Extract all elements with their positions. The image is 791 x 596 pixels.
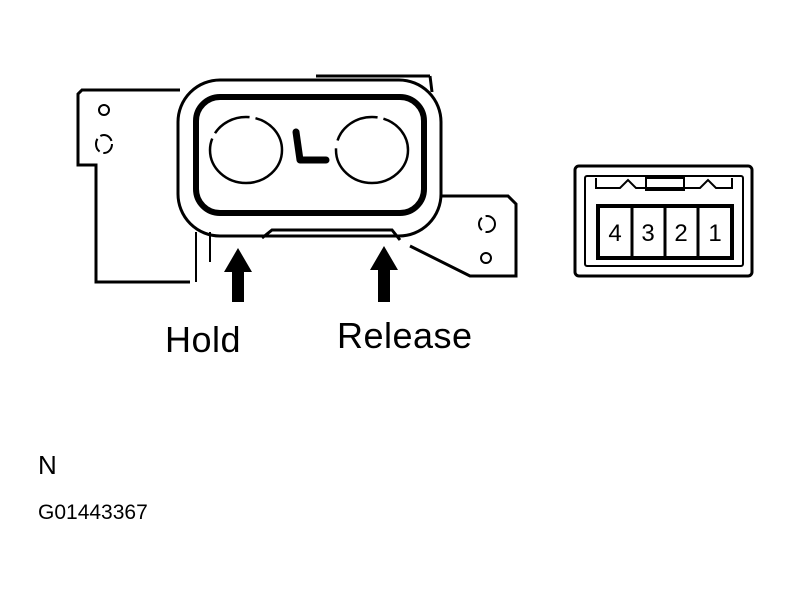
bracket-hole-top [98, 104, 110, 116]
pin-label: 2 [674, 220, 687, 247]
release-button [334, 115, 410, 185]
pin-label: 3 [641, 220, 654, 247]
connector: 4 3 2 1 [573, 164, 754, 278]
connector-outer-shell [573, 164, 754, 278]
hold-button [208, 115, 284, 185]
bracket-hole-mid [95, 134, 113, 154]
connector-inner-shell [584, 175, 744, 267]
pin-label: 1 [708, 220, 721, 247]
arrow-up-icon [370, 246, 398, 302]
arrow-up-icon [224, 248, 252, 302]
release-label: Release [337, 315, 473, 356]
l-mark-icon [292, 128, 330, 164]
hold-label: Hold [165, 319, 242, 360]
corner-letter: N [38, 450, 57, 480]
tab-hole-lower [480, 252, 492, 264]
switch-inner-frame [193, 94, 427, 216]
connector-key [645, 177, 685, 191]
left-bracket [76, 74, 434, 284]
pin-label: 4 [608, 220, 621, 247]
figure-code: G01443367 [38, 501, 148, 524]
tab-hole-upper [478, 215, 496, 233]
connector-latch [595, 178, 733, 189]
switch-outer-frame [176, 78, 443, 238]
